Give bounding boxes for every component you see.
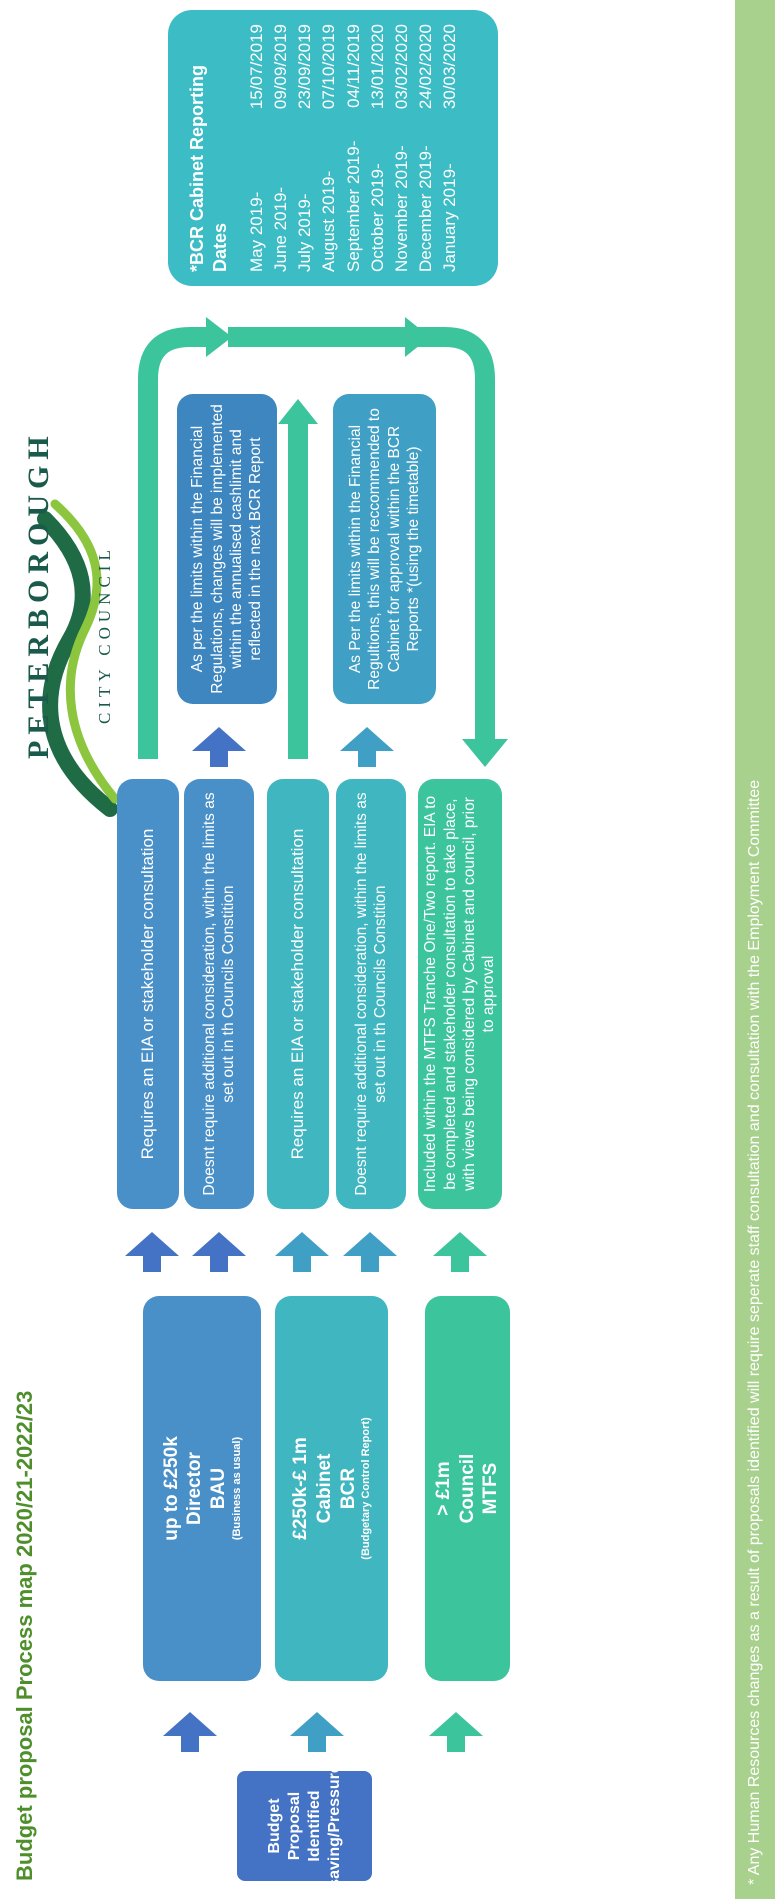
arrow-cabinet-outcome-icon — [340, 727, 394, 767]
cabinet-dates-row: September 2019- 04/11/2019 — [342, 24, 366, 272]
director-outcome-text: As per the limits within the Financial R… — [189, 404, 265, 694]
tier-director-box: up to £250k Director BAU (Business as us… — [143, 1296, 261, 1681]
arrow-director-eia-to-dates — [138, 327, 212, 759]
cabinet-dates-period: September 2019- — [343, 140, 363, 272]
hr-consultation-footnote: * Any Human Resources changes as a resul… — [735, 0, 775, 1899]
council-mtfs-box: Included within the MTFS Tranche One/Two… — [418, 779, 502, 1209]
cabinet-dates-period: August 2019- — [319, 170, 339, 272]
cabinet-dates-period: June 2019- — [271, 186, 291, 272]
start-line3: (saving/Pressure) — [325, 1758, 343, 1894]
tier-director-note: (Business as usual) — [230, 1436, 243, 1541]
arrow-dates-vertical-head-icon — [405, 317, 430, 357]
cabinet-dates-date: 13/01/2020 — [367, 24, 387, 110]
tier-cabinet-l3: BCR — [337, 1467, 359, 1510]
tier-council-box: > £1m Council MTFS — [425, 1296, 510, 1681]
cabinet-dates-period: May 2019- — [247, 191, 266, 272]
tier-cabinet-box: £250k-£ 1m Cabinet BCR (Budgetary Contro… — [275, 1296, 388, 1681]
cabinet-dates-row: May 2019- 15/07/2019 — [245, 24, 269, 272]
director-no-consult-box: Doesnt require additional consideration,… — [184, 779, 254, 1209]
cabinet-dates-period: October 2019- — [367, 163, 387, 272]
cabinet-outcome-text: As Per the limits within the Financial R… — [346, 408, 422, 690]
cabinet-dates-date: 23/09/2019 — [295, 24, 315, 110]
cabinet-dates-row: July 2019- 23/09/2019 — [293, 24, 317, 272]
cabinet-dates-date: 09/09/2019 — [271, 24, 291, 110]
arrow-dates-to-mtfs — [444, 327, 495, 742]
arrow-director-no-icon — [192, 1232, 246, 1272]
director-eia-text: Requires an EIA or stakeholder consultat… — [138, 828, 158, 1160]
council-mtfs-text: Included within the MTFS Tranche One/Two… — [422, 795, 498, 1193]
cabinet-dates-date: 03/02/2020 — [391, 24, 411, 110]
arrow-director-eia-head-icon — [206, 317, 232, 357]
director-eia-box: Requires an EIA or stakeholder consultat… — [117, 779, 179, 1209]
arrow-start-to-director-icon — [163, 1712, 217, 1752]
cabinet-outcome-box: As Per the limits within the Financial R… — [333, 394, 436, 704]
arrow-start-to-council-icon — [429, 1712, 483, 1752]
arrow-cabinet-eia-icon — [275, 1232, 329, 1272]
cabinet-dates-period: January 2019- — [440, 163, 459, 272]
cabinet-dates-date: 24/02/2020 — [415, 24, 435, 110]
arrow-council-mtfs-icon — [433, 1232, 487, 1272]
tier-director-l3: BAU — [208, 1467, 229, 1510]
cabinet-dates-row: January 2019- 30/03/2020 — [438, 24, 462, 272]
cabinet-dates-date: 04/11/2019 — [343, 24, 363, 108]
cabinet-no-consult-box: Doesnt require additional consideration,… — [336, 779, 406, 1209]
tier-director-l1: up to £250k — [160, 1436, 182, 1541]
arrow-director-eia-icon — [125, 1232, 179, 1272]
cabinet-no-consult-text: Doesnt require additional consideration,… — [352, 792, 389, 1196]
logo-swoosh-icon — [37, 499, 120, 817]
cabinet-dates-heading: *BCR Cabinet Reporting Dates — [187, 65, 230, 272]
tier-cabinet-note: (Budgetary Control Report) — [360, 1417, 373, 1560]
cabinet-dates-date: 15/07/2019 — [247, 24, 266, 110]
start-line2: Identified — [305, 1790, 323, 1862]
cabinet-eia-box: Requires an EIA or stakeholder consultat… — [267, 779, 329, 1209]
cabinet-dates-row: June 2019- 09/09/2019 — [269, 24, 293, 272]
cabinet-dates-row: October 2019- 13/01/2020 — [366, 24, 390, 272]
arrow-cabinet-eia-head-icon — [278, 399, 318, 424]
cabinet-eia-text: Requires an EIA or stakeholder consultat… — [288, 828, 308, 1160]
cabinet-dates-period: December 2019- — [415, 145, 435, 272]
tier-council-l3: MTFS — [480, 1462, 502, 1515]
cabinet-dates-date: 30/03/2020 — [440, 24, 459, 110]
tier-director-l2: Director — [184, 1452, 206, 1525]
arrow-director-outcome-icon — [192, 727, 246, 767]
director-no-consult-text: Doesnt require additional consideration,… — [200, 792, 237, 1196]
arrow-start-to-cabinet-icon — [290, 1712, 344, 1752]
tier-cabinet-l1: £250k-£ 1m — [290, 1437, 311, 1540]
cabinet-dates-period: July 2019- — [295, 193, 315, 272]
director-outcome-box: As per the limits within the Financial R… — [177, 394, 277, 704]
tier-cabinet-l2: Cabinet — [313, 1453, 335, 1524]
arrow-cabinet-no-icon — [343, 1232, 397, 1272]
bcr-cabinet-dates-box: *BCR Cabinet Reporting Dates May 2019- 15… — [168, 10, 498, 286]
cabinet-dates-row: August 2019- 07/10/2019 — [317, 24, 341, 272]
tier-council-l2: Council — [456, 1453, 478, 1524]
cabinet-dates-row: December 2019- 24/02/2020 — [414, 24, 438, 272]
cabinet-dates-row: November 2019- 03/02/2020 — [390, 24, 414, 272]
arrow-dates-to-mtfs-head-icon — [462, 739, 508, 767]
tier-council-l1: > £1m — [432, 1461, 454, 1516]
budget-proposal-start-box: Budget Proposal Identified (saving/Press… — [237, 1759, 372, 1893]
cabinet-dates-period: November 2019- — [391, 145, 411, 272]
cabinet-dates-date: 07/10/2019 — [319, 24, 339, 110]
start-line1: Budget Proposal — [265, 1791, 303, 1861]
